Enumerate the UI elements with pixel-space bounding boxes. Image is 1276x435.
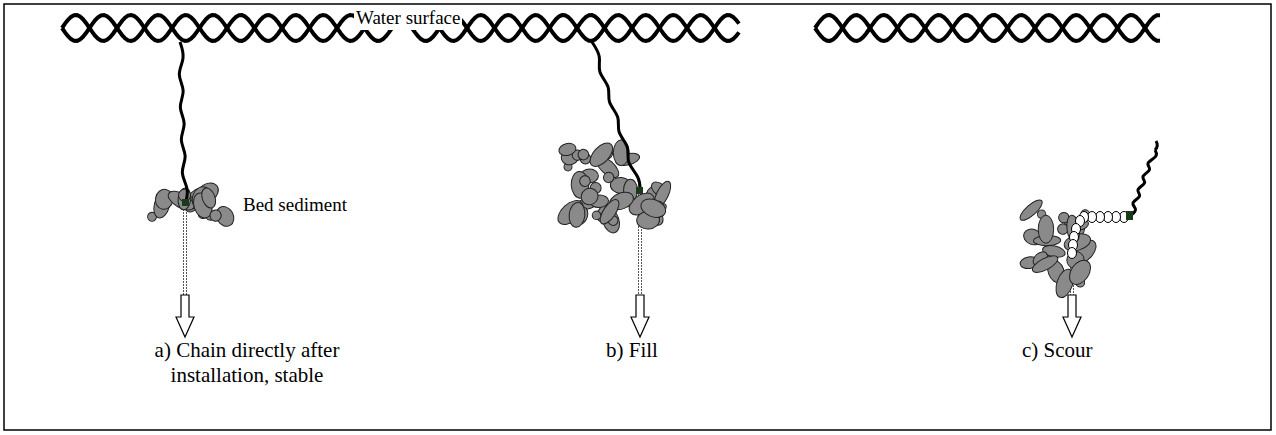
panel-caption: a) Chain directly after installation, st… — [112, 338, 382, 388]
rope — [1130, 150, 1156, 216]
chain-marker — [1126, 211, 1133, 220]
rope — [592, 42, 640, 192]
bed-sediment — [1017, 197, 1100, 300]
bed-sediment — [146, 179, 238, 230]
chain-marker — [636, 187, 643, 194]
water-surface-wave — [815, 15, 1160, 41]
water-surface-wave — [62, 15, 392, 41]
chain-and-anchor — [176, 200, 194, 337]
rope-end — [1155, 141, 1157, 150]
bed-sediment — [554, 139, 674, 235]
chain-marker — [182, 199, 189, 206]
panel-caption: b) Fill — [606, 338, 658, 363]
sediment-label: Bed sediment — [243, 194, 347, 217]
panel-caption: c) Scour — [1022, 338, 1093, 363]
figure-frame — [4, 4, 1271, 430]
rope — [179, 42, 187, 205]
exposed-chain-links — [1068, 212, 1129, 259]
water-surface-label: Water surface — [354, 7, 462, 30]
